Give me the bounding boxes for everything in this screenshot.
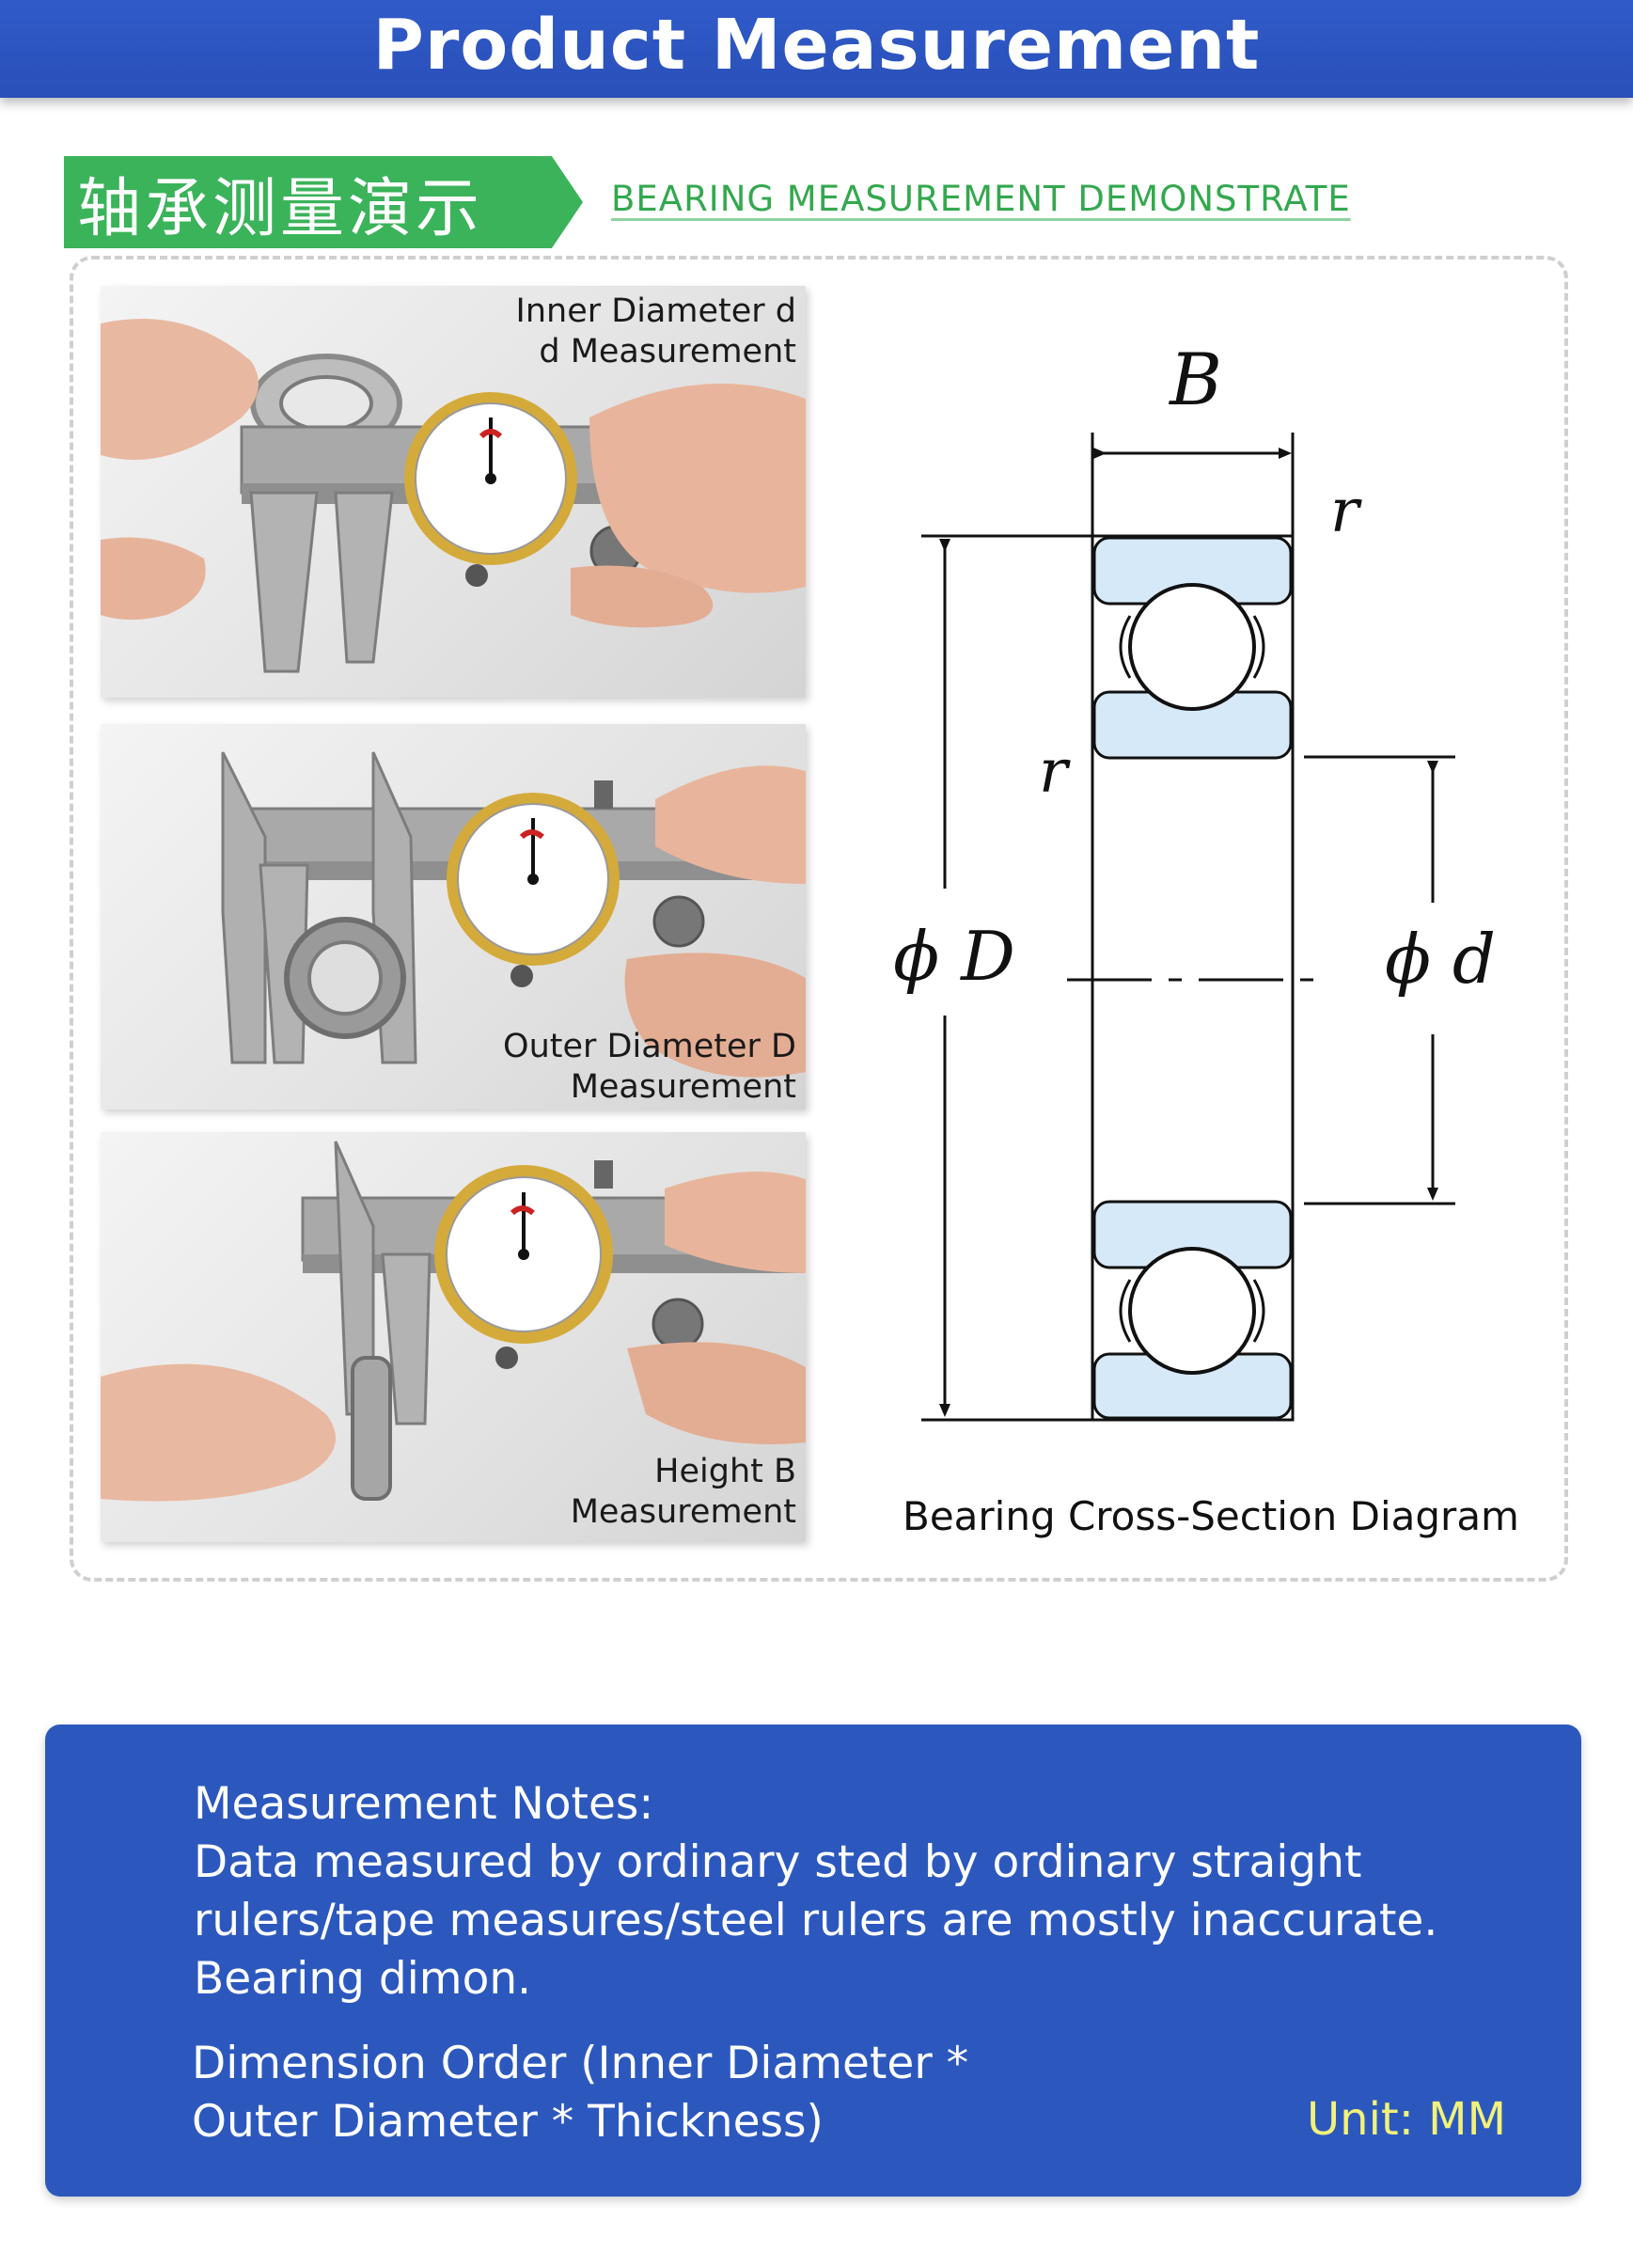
label-outer-diameter: ϕ D bbox=[893, 917, 1015, 996]
notes-line-3: rulers/tape measures/steel rulers are mo… bbox=[194, 1895, 1438, 1946]
inner-diameter-label-line1: Inner Diameter d bbox=[515, 292, 796, 330]
section-banner: 轴承测量演示 bbox=[64, 156, 583, 248]
label-r-middle: r bbox=[1039, 737, 1071, 807]
caliper-inner-illustration bbox=[101, 319, 806, 673]
unit-label: Unit: MM bbox=[1307, 2093, 1506, 2146]
dimension-order-line-1: Dimension Order (Inner Diameter * bbox=[192, 2038, 969, 2089]
dimension-order-text: Dimension Order (Inner Diameter * Outer … bbox=[192, 2035, 968, 2151]
outer-diameter-label-line2: Measurement bbox=[570, 1068, 796, 1106]
height-label: Height B Measurement bbox=[571, 1452, 796, 1533]
measurement-notes-box: Measurement Notes: Data measured by ordi… bbox=[45, 1725, 1581, 2197]
caliper-height-illustration bbox=[101, 1141, 806, 1502]
diagram-caption: Bearing Cross-Section Diagram bbox=[903, 1493, 1519, 1539]
caliper-outer-illustration bbox=[221, 751, 806, 1078]
top-ball bbox=[1128, 583, 1256, 711]
outer-diameter-photo: Outer Diameter D Measurement bbox=[101, 724, 806, 1110]
bearing-cross-section-diagram: B r r ϕ D ϕ d bbox=[893, 339, 1496, 1422]
page-title: Product Measurement bbox=[372, 5, 1261, 86]
outer-diameter-label-line1: Outer Diameter D bbox=[503, 1028, 796, 1065]
height-photo: Height B Measurement bbox=[101, 1132, 806, 1542]
page-header: Product Measurement bbox=[0, 0, 1633, 98]
label-B: B bbox=[1168, 339, 1222, 421]
inner-diameter-photo: Inner Diameter d d Measurement bbox=[101, 286, 806, 698]
inner-diameter-label-line2: d Measurement bbox=[539, 333, 796, 370]
content-frame bbox=[70, 256, 1568, 1582]
label-r-top: r bbox=[1330, 477, 1362, 546]
outer-diameter-label: Outer Diameter D Measurement bbox=[503, 1027, 796, 1108]
dimension-order-line-2: Outer Diameter * Thickness) bbox=[192, 2096, 824, 2148]
height-label-line2: Measurement bbox=[570, 1493, 796, 1531]
notes-text: Measurement Notes: Data measured by ordi… bbox=[194, 1775, 1437, 2008]
notes-line-4: Bearing dimon. bbox=[194, 1953, 532, 2005]
banner-chinese-title: 轴承测量演示 bbox=[77, 171, 484, 246]
label-inner-diameter: ϕ d bbox=[1385, 920, 1496, 999]
notes-heading: Measurement Notes: bbox=[194, 1778, 654, 1830]
height-label-line1: Height B bbox=[654, 1453, 796, 1490]
banner-english-title: BEARING MEASUREMENT DEMONSTRATE bbox=[611, 179, 1351, 219]
bottom-ball bbox=[1128, 1247, 1256, 1375]
notes-line-2: Data measured by ordinary sted by ordina… bbox=[194, 1836, 1362, 1888]
inner-diameter-label: Inner Diameter d d Measurement bbox=[516, 291, 796, 372]
